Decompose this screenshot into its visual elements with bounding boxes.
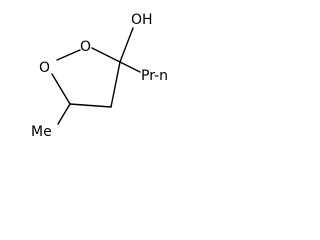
bond-o1-o2 bbox=[56, 49, 81, 61]
molecule-structure-diagram: O O OH Pr-n Me bbox=[31, 12, 168, 140]
bond-c5-o2 bbox=[51, 73, 71, 105]
bond-c5-methyl bbox=[57, 103, 71, 125]
atom-label-methyl: Me bbox=[31, 124, 52, 140]
atom-label-o1: O bbox=[80, 39, 91, 55]
bond-c3-c4 bbox=[110, 61, 121, 108]
atom-label-o2: O bbox=[39, 60, 50, 76]
atom-label-propyl: Pr-n bbox=[141, 68, 168, 84]
atom-label-hydroxyl: OH bbox=[131, 12, 153, 28]
bond-c3-oh bbox=[119, 27, 134, 63]
bond-o1-c3 bbox=[91, 47, 121, 63]
bond-c3-propyl bbox=[119, 61, 141, 73]
bond-c4-c5 bbox=[69, 103, 112, 108]
